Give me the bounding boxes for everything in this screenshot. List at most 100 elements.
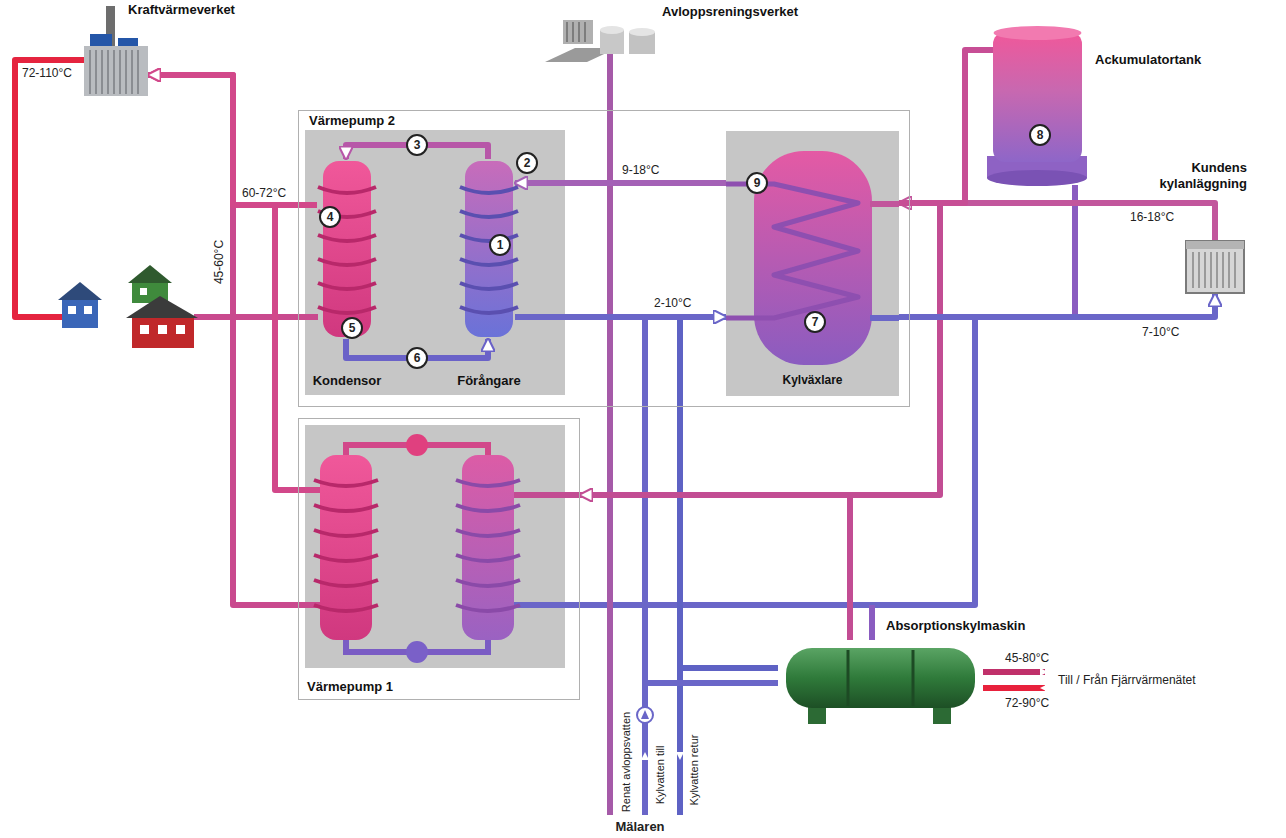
power-plant-shape [101, 50, 103, 94]
houses [68, 306, 76, 314]
callout-number: 3 [406, 134, 428, 156]
temperature-label: 16-18°C [1128, 210, 1176, 224]
node-title: Ackumulatortank [1095, 52, 1201, 68]
place-name: Mälaren [615, 820, 664, 834]
node-title: Kundens kylanläggning [1139, 160, 1247, 192]
node-title: Kraftvärmeverket [128, 2, 235, 18]
pipe [869, 605, 875, 640]
treatment-plant-shape [566, 22, 568, 42]
treatment-plant-shape [578, 22, 580, 42]
temperature-label: 72-110°C [22, 66, 72, 80]
power-plant-shape [113, 50, 115, 94]
houses [140, 325, 149, 334]
power-plant-shape [90, 34, 112, 48]
node-title: Absorptionskylmaskin [886, 618, 1025, 634]
power-plant-shape [137, 50, 139, 94]
pipe [677, 317, 683, 815]
pipe [983, 669, 1045, 675]
pipe [983, 685, 1045, 691]
treatment-plant: Avloppsreningsverket [545, 18, 660, 68]
heat-pump-cylinder [406, 434, 428, 456]
pipe [642, 317, 648, 815]
customer-chiller-shape [1192, 252, 1194, 288]
heat-pump-cylinder [314, 480, 378, 611]
callout-number: 8 [1029, 124, 1051, 146]
houses [58, 265, 198, 348]
evaporator-shape [460, 187, 518, 193]
pump-symbol [641, 710, 649, 719]
node-title: Värmepump 2 [309, 113, 395, 129]
power-plant-shape [107, 50, 109, 94]
pipe [607, 50, 613, 815]
customer-chiller-shape [1222, 252, 1224, 288]
power-plant-shape [95, 50, 97, 94]
customer-chiller-shape [1228, 252, 1230, 288]
callout-number: 6 [406, 347, 428, 369]
heat-pump-unit: Värmepump 2KondensorFörångareKylväxlare [298, 110, 910, 407]
absorption-chiller-shape [847, 650, 850, 706]
heat-pump-panel [305, 130, 565, 668]
power-plant-shape [84, 46, 148, 96]
customer-chiller-shape [1204, 252, 1206, 288]
pipe [298, 487, 322, 493]
houses [132, 318, 194, 348]
pump-symbol [637, 707, 653, 723]
houses [126, 296, 198, 318]
accumulator-tank: Ackumulatortank [985, 20, 1090, 188]
flow-arrow [641, 752, 649, 760]
houses [62, 300, 98, 328]
treatment-plant-shape [563, 20, 593, 44]
houses [158, 325, 167, 334]
customer-chiller-shape [1186, 241, 1244, 293]
cooling-exchanger: Kylväxlare [726, 131, 899, 396]
pipe-connector [148, 75, 298, 490]
evaporator-shape [460, 307, 518, 313]
houses [128, 265, 172, 283]
condenser-shape [318, 283, 376, 289]
temperature-label: 2-10°C [652, 296, 693, 310]
pipe [15, 60, 84, 317]
pipe-label: Kylvatten till [653, 746, 667, 805]
condenser-shape [318, 187, 376, 193]
condenser-shape [318, 307, 376, 313]
cooling-exchanger-shape [726, 131, 899, 396]
cooling-exchanger-shape [870, 315, 899, 321]
pipe-connector [580, 495, 850, 640]
pipe-connector [899, 294, 1215, 317]
accumulator-tank-shape [985, 20, 1090, 188]
customer-chiller-shape [1216, 252, 1218, 288]
absorption-chiller-shape [786, 648, 975, 708]
heat-pump-unit: Värmepump 1 [298, 418, 580, 700]
treatment-plant-shape [600, 26, 624, 34]
node-title: Kylväxlare [726, 372, 899, 388]
temperature-label: 45-60°C [212, 240, 226, 284]
callout-number: 1 [489, 234, 511, 256]
pipe-connector [899, 50, 985, 203]
power-plant-shape [125, 50, 127, 94]
heat-pump-cylinder [406, 641, 428, 663]
houses [176, 325, 185, 334]
callout-number: 5 [341, 317, 363, 339]
callout-number: 7 [804, 311, 826, 333]
pipe-label: Renat avloppsvatten [619, 712, 633, 812]
pipe [512, 492, 580, 498]
houses [58, 282, 102, 300]
treatment-plant-shape [545, 18, 660, 68]
heat-pump-panel [305, 130, 565, 395]
customer-chiller-shape [1185, 240, 1245, 294]
pipe [194, 314, 318, 320]
customer-chiller: Kundens kylanläggning [1185, 240, 1245, 294]
houses [84, 306, 92, 314]
pipe-connector [515, 180, 726, 186]
absorption-chiller: Absorptionskylmaskin [778, 640, 983, 728]
power-plant-shape [119, 50, 121, 94]
temperature-label: 60-72°C [240, 186, 288, 200]
accumulator-tank-shape [987, 170, 1087, 186]
condenser-shape [318, 259, 376, 265]
evaporator-shape [460, 211, 518, 217]
